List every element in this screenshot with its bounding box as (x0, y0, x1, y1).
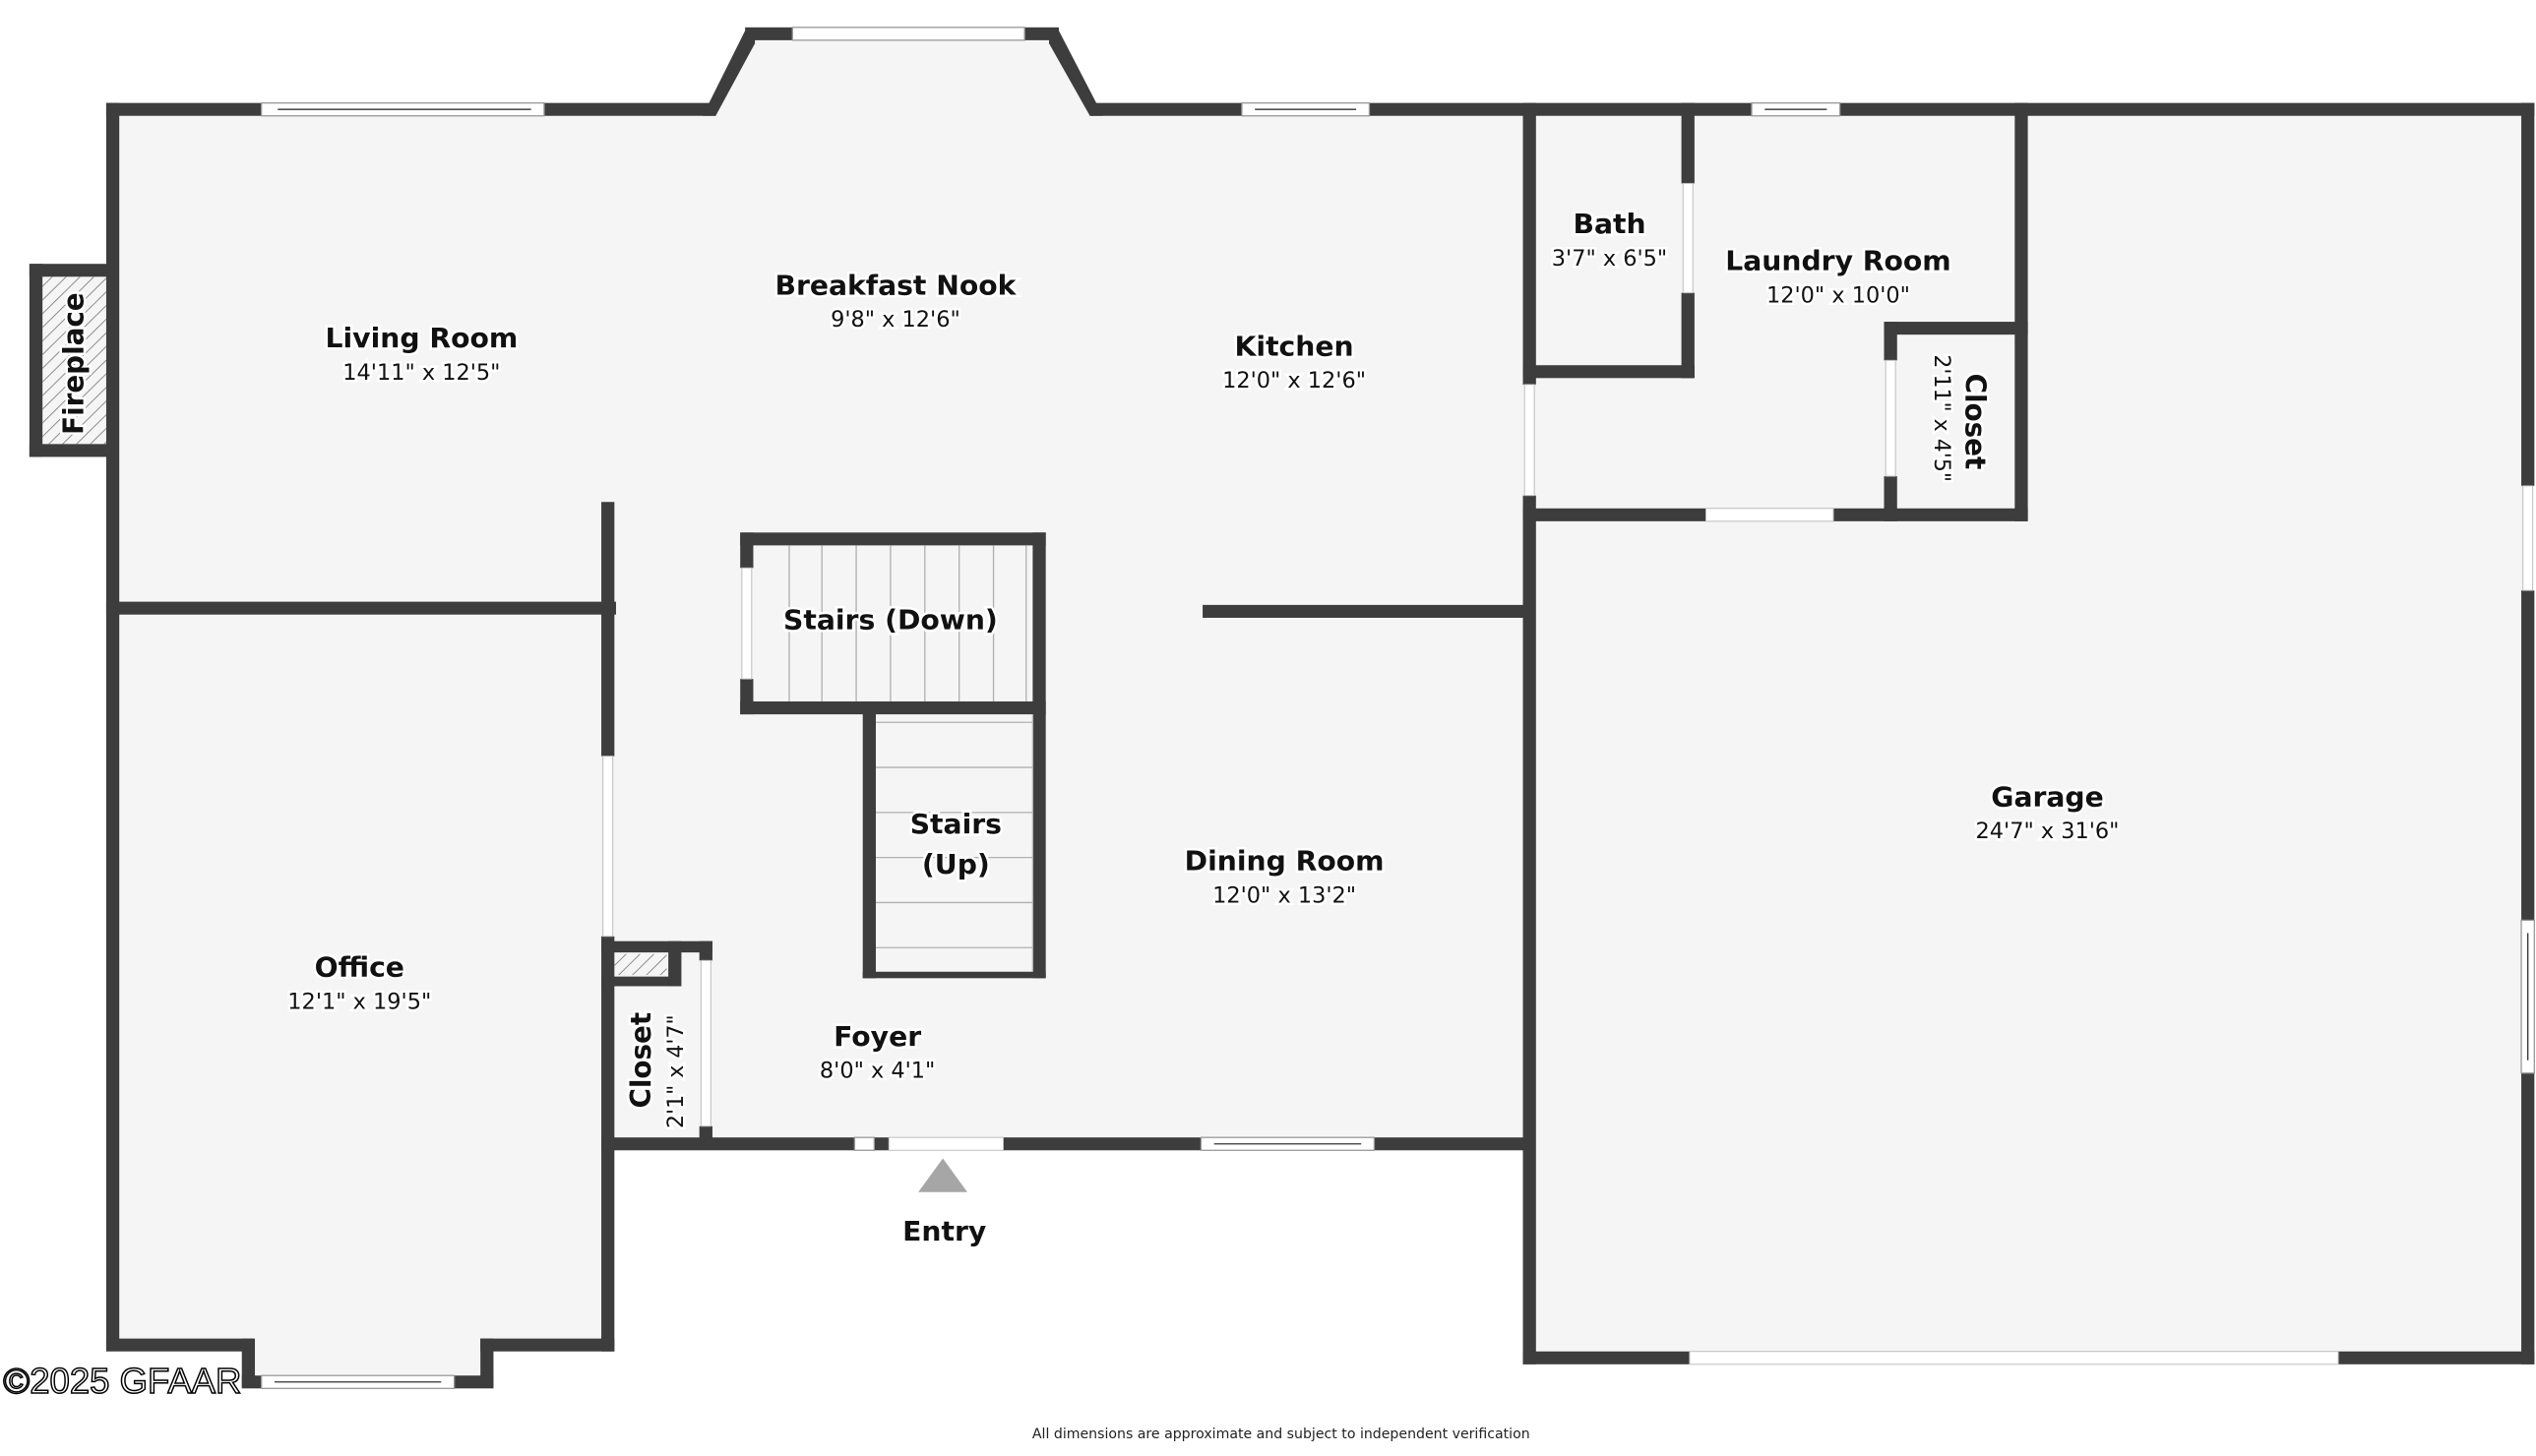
laundry-room-dims: 12'0" x 10'0" (1766, 283, 1910, 309)
breakfast-nook-dims: 9'8" x 12'6" (831, 307, 960, 333)
windows (261, 27, 2536, 1389)
garage-name: Garage (1991, 781, 2103, 814)
door-openings (602, 182, 2534, 1365)
disclaimer: All dimensions are approximate and subje… (1032, 1426, 1530, 1442)
copyright-watermark: ©2025 GFAAR (3, 1361, 241, 1401)
entry-arrow-icon (918, 1158, 967, 1192)
living-room-dims: 14'11" x 12'5" (342, 360, 500, 386)
foyer-dims: 8'0" x 4'1" (820, 1059, 935, 1084)
garage-dims: 24'7" x 31'6" (1976, 819, 2120, 844)
foyer-name: Foyer (834, 1020, 921, 1053)
office-name: Office (315, 951, 404, 984)
kitchen-name: Kitchen (1235, 331, 1354, 363)
bath-name: Bath (1573, 208, 1645, 240)
office-dims: 12'1" x 19'5" (287, 990, 431, 1015)
stairs-down-name: Stairs (Down) (783, 604, 998, 637)
dining-room-name: Dining Room (1185, 845, 1385, 878)
closet-hatch (614, 953, 667, 976)
laundry-closet-name: Closet (1958, 374, 1991, 470)
room-labels: Living Room 14'11" x 12'5" Breakfast Noo… (55, 206, 2122, 1249)
breakfast-nook-name: Breakfast Nook (774, 269, 1017, 301)
dining-room-dims: 12'0" x 13'2" (1212, 883, 1356, 909)
stairs-up-name-line1: Stairs (910, 808, 1002, 840)
laundry-closet-dims: 2'11" x 4'5" (1929, 354, 1954, 482)
kitchen-dims: 12'0" x 12'6" (1222, 368, 1366, 394)
foyer-closet-name: Closet (625, 1012, 657, 1109)
stairs-up-treads (875, 714, 1034, 972)
bath-dims: 3'7" x 6'5" (1552, 246, 1667, 272)
fireplace-label: Fireplace (57, 292, 90, 435)
laundry-room-name: Laundry Room (1725, 245, 1950, 277)
floor-areas (38, 38, 2523, 1381)
stairs-up-name-line2: (Up) (922, 848, 990, 880)
living-room-name: Living Room (326, 322, 519, 354)
fireplace-hatch (42, 276, 106, 445)
stairs-down-treads (788, 545, 1027, 702)
entry-label: Entry (902, 1215, 986, 1247)
foyer-closet-dims: 2'1" x 4'7" (663, 1014, 689, 1128)
